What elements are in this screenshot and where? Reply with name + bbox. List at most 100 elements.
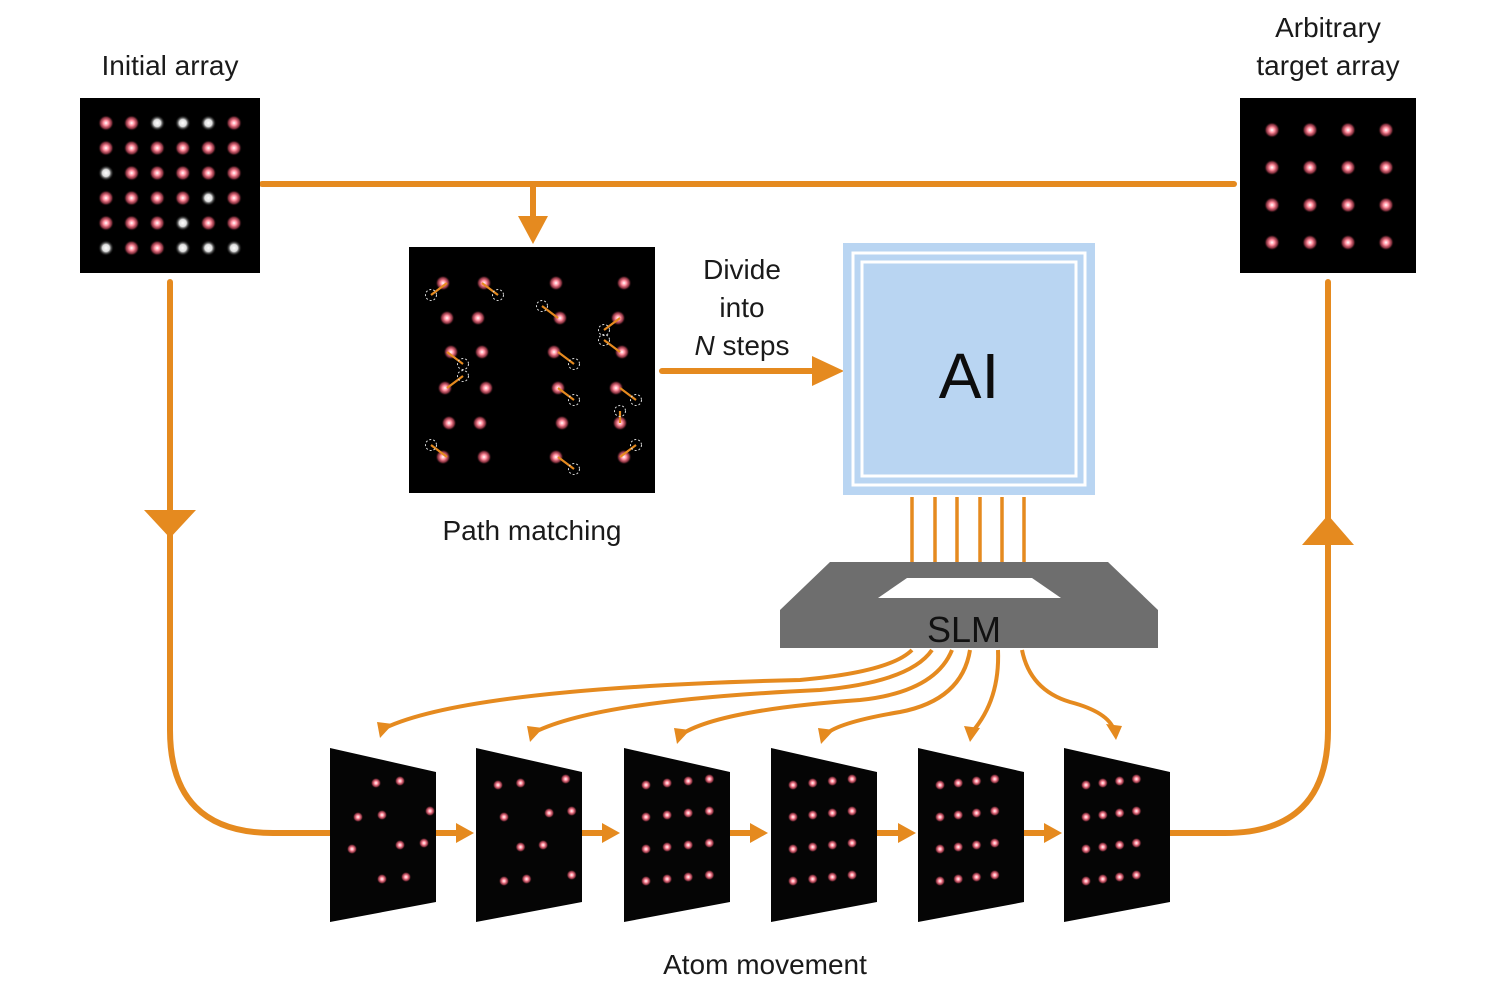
- path-move-line: [557, 351, 575, 365]
- path-origin-marker: [457, 358, 469, 370]
- initial-atom: [149, 140, 166, 156]
- path-origin-marker: [614, 405, 626, 417]
- initial-array-label: Initial array: [101, 50, 239, 81]
- right-loop-line: [1167, 279, 1331, 836]
- initial-atom: [200, 115, 217, 131]
- arrowhead-frame-4: [898, 823, 916, 843]
- movement-atom: [661, 841, 673, 853]
- initial-atom: [123, 165, 140, 181]
- movement-atom: [376, 873, 388, 885]
- movement-atom: [640, 875, 652, 887]
- initial-atom: [174, 190, 191, 206]
- target-atom: [1302, 234, 1318, 251]
- movement-frame-panel: [918, 748, 1024, 922]
- movement-atom: [934, 875, 946, 887]
- path-atom: [443, 344, 459, 360]
- path-atom: [614, 344, 630, 360]
- movement-atom: [989, 773, 1001, 785]
- initial-atom: [226, 165, 242, 181]
- target-atom: [1378, 234, 1394, 251]
- initial-atom: [98, 165, 114, 181]
- path-atom: [470, 310, 486, 326]
- path-origin-marker: [598, 324, 610, 336]
- ai-label: AI: [938, 340, 1000, 412]
- path-move-line: [557, 387, 575, 401]
- movement-frame-panel: [1064, 748, 1170, 922]
- movement-atom: [787, 811, 799, 823]
- target-atom: [1264, 234, 1280, 251]
- initial-atom: [226, 140, 242, 156]
- path-atom: [608, 380, 624, 396]
- path-move-line: [446, 375, 464, 389]
- movement-atom: [543, 807, 555, 819]
- path-origin-marker: [630, 394, 642, 406]
- movement-atom: [807, 809, 818, 821]
- path-origin-marker: [425, 439, 437, 451]
- initial-atom: [174, 115, 191, 131]
- movement-atom: [424, 805, 436, 817]
- arrowhead-path-matching: [518, 216, 548, 244]
- initial-atom: [123, 190, 140, 206]
- movement-atom: [952, 841, 964, 853]
- target-atom: [1340, 197, 1356, 213]
- movement-atom: [1097, 777, 1109, 789]
- movement-atom: [566, 805, 577, 817]
- divide-label-line1: Divide: [703, 254, 781, 285]
- path-move-line: [430, 444, 448, 458]
- path-origin-marker: [457, 370, 469, 382]
- divide-label-line3: N steps: [672, 327, 812, 365]
- arrowhead-right-loop: [1302, 515, 1354, 545]
- initial-atom: [226, 115, 242, 131]
- target-atom: [1378, 159, 1394, 176]
- movement-atom: [846, 805, 858, 817]
- movement-atom: [1097, 873, 1109, 885]
- movement-atom: [1080, 843, 1092, 855]
- movement-atom: [971, 871, 982, 883]
- movement-atom: [640, 811, 652, 823]
- movement-atom: [537, 839, 549, 851]
- movement-atom: [934, 811, 946, 823]
- divide-n-variable: N: [694, 330, 715, 361]
- target-atom: [1378, 197, 1394, 213]
- target-array-label-line1: Arbitrary: [1275, 12, 1381, 43]
- initial-atom: [174, 140, 191, 156]
- path-move-line: [619, 387, 637, 401]
- movement-atom: [934, 779, 946, 791]
- movement-atom: [827, 839, 838, 851]
- target-atom: [1302, 159, 1318, 176]
- movement-atom: [1097, 841, 1109, 853]
- movement-atom: [661, 873, 673, 885]
- movement-atom: [934, 843, 946, 855]
- target-atom: [1340, 122, 1356, 138]
- movement-atom: [1131, 805, 1142, 817]
- arrowheads: [144, 216, 1354, 843]
- path-move-line: [446, 351, 464, 365]
- target-array-label-line2: target array: [1256, 50, 1400, 81]
- path-atom: [554, 415, 570, 431]
- path-atom: [548, 449, 564, 465]
- movement-atom: [807, 873, 818, 885]
- movement-atom: [566, 869, 577, 881]
- initial-atom: [200, 190, 217, 206]
- movement-atom: [787, 875, 799, 887]
- movement-atom: [952, 873, 964, 885]
- left-loop-line: [167, 279, 333, 836]
- initial-atom: [200, 215, 217, 231]
- target-atom: [1302, 197, 1318, 213]
- movement-atom: [661, 809, 673, 821]
- arrowhead-frame-1: [456, 823, 474, 843]
- movement-atom: [521, 873, 532, 885]
- movement-atom: [682, 871, 694, 883]
- movement-atom: [827, 775, 838, 787]
- initial-atom: [226, 190, 242, 206]
- movement-atom: [682, 839, 694, 851]
- path-matching-panel: [409, 247, 655, 493]
- movement-atom: [807, 841, 818, 853]
- movement-atom: [640, 779, 652, 791]
- initial-atom: [98, 115, 114, 131]
- movement-atom: [1131, 837, 1142, 849]
- movement-atom: [352, 811, 364, 823]
- movement-frame-panel: [330, 748, 436, 922]
- path-move-line: [557, 456, 575, 470]
- initial-atom: [149, 240, 166, 256]
